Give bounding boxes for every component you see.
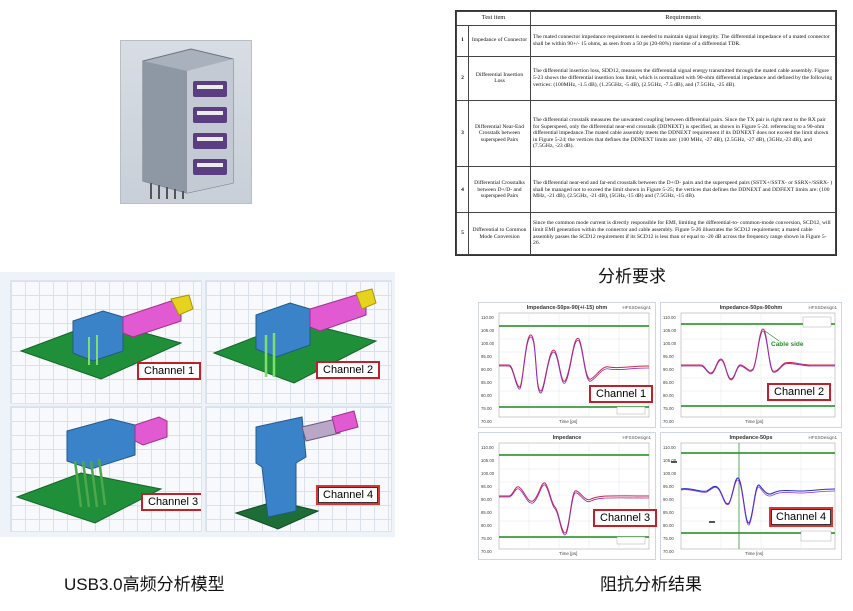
marker-tag-1 [671, 461, 677, 463]
channel-4-model [234, 410, 359, 530]
x-axis-label: Time [ps] [745, 419, 764, 424]
model-cell-4: Channel 4 [205, 406, 392, 532]
caption-requirements: 分析要求 [598, 267, 666, 286]
row-requirement: Since the common mode current is directl… [530, 212, 836, 255]
plot-3-canvas [498, 442, 650, 550]
legend-box [800, 530, 832, 542]
legend-box [802, 316, 832, 328]
plot-3-channel-label: Channel 3 [593, 509, 658, 527]
model-cell-1: Channel 1 [10, 280, 202, 404]
plot-1-channel-label: Channel 1 [589, 385, 654, 403]
row-requirement: The differential crosstalk measures the … [530, 99, 836, 168]
channel-2-model [212, 288, 378, 384]
row-test-item: Differential Crosstalks between D+/D- an… [467, 166, 532, 214]
channel-3-label: Channel 3 [141, 493, 201, 511]
trace-purple [499, 336, 650, 394]
model-cell-3: Channel 3 [10, 406, 202, 532]
row-test-item: Differential Near-End Crosstalk between … [467, 99, 532, 168]
legend-box [616, 536, 646, 545]
plot-design-name: HFSSDesign1 [808, 305, 837, 310]
trace-purple [680, 479, 836, 526]
marker-tag-2 [709, 521, 715, 523]
table-row: 4 Differential Crosstalks between D+/D- … [456, 166, 836, 214]
header-requirements: Requirements [530, 11, 836, 26]
trace-red [681, 328, 835, 380]
trace-red [499, 482, 650, 534]
channel-4-label: Channel 4 [318, 487, 379, 503]
row-requirement: The differential near-end and far-end cr… [530, 166, 836, 214]
connector-photo [120, 40, 252, 204]
channel-2-label: Channel 2 [316, 361, 381, 379]
requirements-table: Test item Requirements 1 Impedance of Co… [455, 10, 837, 256]
plot-4-channel-label: Channel 4 [771, 509, 832, 525]
trace-purple [499, 484, 650, 536]
plot-1-canvas [498, 312, 650, 418]
table-row: 3 Differential Near-End Crosstalk betwee… [456, 99, 836, 168]
row-number: 4 [456, 166, 469, 214]
row-test-item: Impedance of Connector [467, 24, 532, 57]
table-row: 1 Impedance of Connector The mated conne… [456, 24, 836, 57]
model-cell-2: Channel 2 [205, 280, 392, 404]
table-row: 5 Differential to Common Mode Conversion… [456, 212, 836, 255]
row-test-item: Differential Insertion Loss [467, 55, 532, 101]
plot-design-name: HFSSDesign1 [622, 305, 651, 310]
model-panel: Channel 1 Channel 2 Channel 3 [0, 272, 395, 537]
row-requirement: The differential insertion loss, SDD12, … [530, 55, 836, 101]
channel-1-model [19, 294, 194, 380]
plot-design-name: HFSSDesign1 [808, 435, 837, 440]
plot-title: Impedance-50ps [729, 435, 773, 441]
plot-design-name: HFSSDesign1 [622, 435, 651, 440]
plot-2-channel-label: Channel 2 [767, 383, 832, 401]
header-test-item: Test item [455, 11, 532, 26]
x-axis-label: Time [ns] [745, 551, 764, 556]
row-number: 1 [456, 24, 469, 57]
annotation-arrow [764, 330, 780, 342]
x-axis-label: Time [ps] [559, 551, 578, 556]
plot-title: Impedance-50ps-90(+/-15) ohm [526, 305, 608, 311]
trace-purple [681, 330, 835, 381]
x-axis-label: Time [ps] [559, 419, 578, 424]
plot-2-canvas [680, 312, 836, 418]
row-test-item: Differential to Common Mode Conversion [467, 212, 532, 255]
row-number: 3 [456, 99, 469, 168]
table-row: 2 Differential Insertion Loss The differ… [456, 55, 836, 101]
row-requirement: The mated connector impedance requiremen… [530, 24, 836, 57]
plot-title: Impedance-50ps-90ohm [719, 305, 783, 311]
usb-connector-image [142, 48, 234, 199]
channel-1-label: Channel 1 [137, 362, 201, 380]
plot-title: Impedance [552, 435, 582, 441]
cable-side-annotation: Cable side [771, 341, 804, 348]
impedance-plot-1: Impedance-50ps-90(+/-15) ohm HFSSDesign1… [478, 302, 656, 428]
legend-box [616, 406, 646, 415]
impedance-plot-2: Impedance-50ps-90ohm HFSSDesign1 Cable s… [660, 302, 842, 428]
plot-4-canvas [680, 442, 836, 550]
caption-results: 阻抗分析结果 [600, 575, 702, 594]
row-number: 2 [456, 55, 469, 101]
caption-model: USB3.0高频分析模型 [64, 575, 225, 594]
channel-3-model [15, 416, 168, 524]
row-number: 5 [456, 212, 469, 255]
table-header-row: Test item Requirements [455, 11, 836, 26]
